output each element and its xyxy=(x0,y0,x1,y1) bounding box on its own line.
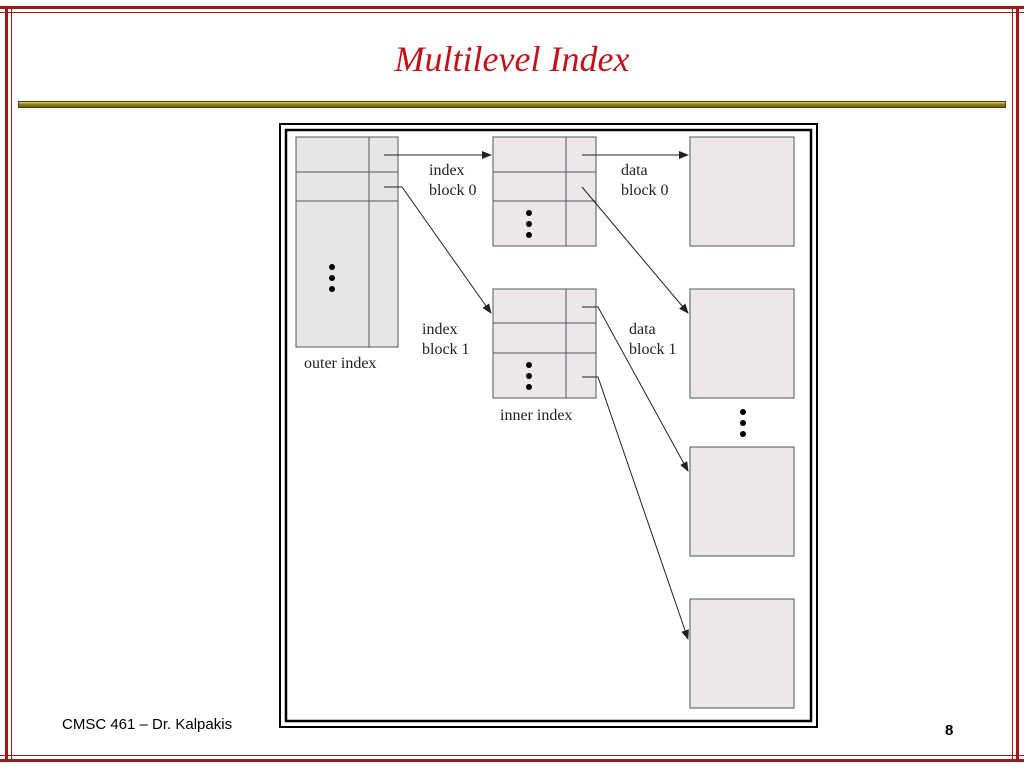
index-block-0 xyxy=(492,136,597,247)
ellipsis-dot xyxy=(329,286,335,292)
data-block-1-label-line2: block 1 xyxy=(629,341,677,358)
figure-border-inner xyxy=(284,128,813,723)
ellipsis-dot xyxy=(740,420,746,426)
arrow-index1-to-data-block-2 xyxy=(582,306,689,472)
frame-right-outer xyxy=(1016,6,1019,762)
frame-top-inner xyxy=(0,12,1024,13)
data-block-0 xyxy=(689,136,795,247)
inner-index-label: inner index xyxy=(500,407,572,424)
figure-border-outer xyxy=(279,123,818,728)
ellipsis-dot xyxy=(526,362,532,368)
ellipsis-dot xyxy=(526,221,532,227)
ellipsis-dot xyxy=(526,232,532,238)
frame-top-outer xyxy=(0,6,1024,9)
frame-right-inner xyxy=(1012,6,1013,762)
index-block-0-label-line1: index xyxy=(429,162,465,179)
data-block-2 xyxy=(689,446,795,557)
data-block-1-label-line1: data xyxy=(629,321,656,338)
arrow-outer-to-index-block-1 xyxy=(384,186,492,314)
frame-bottom-outer xyxy=(0,759,1024,762)
frame-left-outer xyxy=(5,6,8,762)
index-block-1-label-line2: block 1 xyxy=(422,341,470,358)
pointer-arrows xyxy=(384,151,689,640)
data-blocks-ellipsis xyxy=(740,409,746,437)
footer-course-info: CMSC 461 – Dr. Kalpakis xyxy=(62,716,233,733)
index-block-0-label-line2: block 0 xyxy=(429,182,477,199)
ellipsis-dot xyxy=(526,373,532,379)
outer-index-label: outer index xyxy=(304,355,376,372)
slide-number: 8 xyxy=(945,722,954,739)
ellipsis-dot xyxy=(526,210,532,216)
index-block-1-label-line1: index xyxy=(422,321,458,338)
data-block-1 xyxy=(689,288,795,399)
ellipsis-dot xyxy=(329,264,335,270)
frame-left-inner xyxy=(11,6,12,762)
title-divider xyxy=(18,101,1006,108)
data-block-3 xyxy=(689,598,795,709)
data-block-0-label-line1: data xyxy=(621,162,648,179)
ellipsis-dot xyxy=(329,275,335,281)
ellipsis-dot xyxy=(740,409,746,415)
frame-bottom-inner xyxy=(0,755,1024,756)
arrow-index1-to-data-block-3 xyxy=(582,376,689,640)
data-block-0-label-line2: block 0 xyxy=(621,182,669,199)
ellipsis-dot xyxy=(740,431,746,437)
slide-title: Multilevel Index xyxy=(394,39,630,79)
index-block-1 xyxy=(492,288,597,399)
arrow-index0-to-data-block-1 xyxy=(581,186,689,314)
ellipsis-dot xyxy=(526,384,532,390)
outer-index-block xyxy=(295,136,399,348)
